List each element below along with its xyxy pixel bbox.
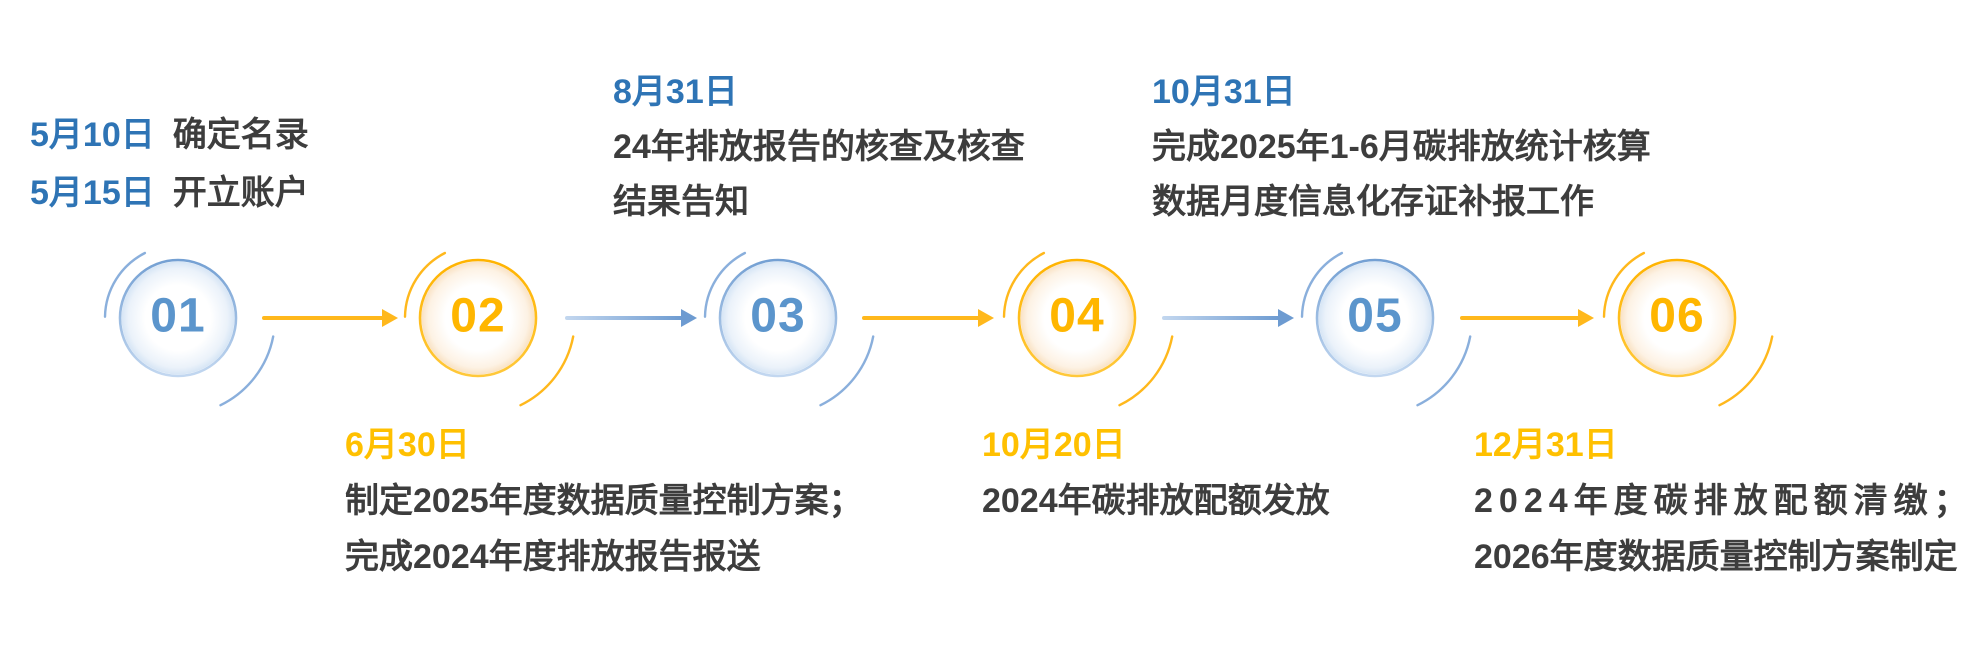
milestone-row: 5月10日 确定名录 — [30, 106, 309, 164]
node-circle-graphic — [1002, 251, 1174, 407]
node-glow — [1020, 261, 1134, 375]
connector-arrow-3-4 — [862, 308, 994, 328]
node-circle-graphic — [703, 251, 875, 407]
connector-arrow-5-6 — [1460, 308, 1594, 328]
arrow-shaft — [862, 316, 980, 320]
milestone-block-step6: 12月31日 2024年度碳排放配额清缴； 2026年度数据质量控制方案制定 — [1474, 417, 1964, 585]
milestone-block-step4: 10月20日 2024年碳排放配额发放 — [982, 417, 1330, 529]
node-circle-graphic — [1300, 251, 1472, 407]
milestone-text: 2024年碳排放配额发放 — [982, 482, 1330, 520]
milestone-date: 12月31日 — [1474, 426, 1618, 464]
decorative-arc-top-left — [1002, 251, 1046, 318]
node-ring — [418, 258, 538, 378]
node-number: 06 — [1649, 289, 1705, 343]
milestone-text: 数据月度信息化存证补报工作 — [1152, 183, 1594, 221]
milestone-date: 6月30日 — [345, 426, 470, 464]
arrow-shaft — [1460, 316, 1580, 320]
node-number: 04 — [1049, 289, 1105, 343]
milestone-date: 10月31日 — [1152, 73, 1296, 111]
timeline-node-06: 06 — [1567, 208, 1787, 428]
arrow-head-icon — [1278, 309, 1294, 327]
milestone-text: 完成2024年度排放报告报送 — [345, 538, 761, 576]
decorative-arc-bottom-right — [519, 335, 575, 407]
node-circle-graphic — [1602, 251, 1774, 407]
node-ring — [1017, 258, 1137, 378]
milestone-block-step5: 10月31日 完成2025年1-6月碳排放统计核算 数据月度信息化存证补报工作 — [1152, 65, 1651, 230]
decorative-arc-top-left — [403, 251, 447, 318]
milestone-text: 完成2025年1-6月碳排放统计核算 — [1152, 128, 1651, 166]
decorative-arc-top-left — [703, 251, 747, 318]
decorative-arc-top-left — [103, 251, 147, 318]
milestone-text: 开立账户 — [172, 174, 309, 212]
connector-arrow-2-3 — [565, 308, 697, 328]
milestone-date: 10月20日 — [982, 426, 1126, 464]
arrow-head-icon — [681, 309, 697, 327]
timeline-node-03: 03 — [668, 208, 888, 428]
arrow-head-icon — [382, 309, 398, 327]
node-glow — [721, 261, 835, 375]
timeline-node-04: 04 — [967, 208, 1187, 428]
milestone-date: 5月15日 — [30, 174, 155, 212]
decorative-arc-bottom-right — [1718, 335, 1774, 407]
decorative-arc-bottom-right — [819, 335, 875, 407]
decorative-arc-bottom-right — [1416, 335, 1472, 407]
node-ring — [1617, 258, 1737, 378]
milestone-text: 制定2025年度数据质量控制方案； — [345, 482, 863, 520]
arrow-shaft — [1162, 316, 1280, 320]
connector-arrow-1-2 — [262, 308, 398, 328]
arrow-shaft — [565, 316, 683, 320]
milestone-text: 结果告知 — [613, 183, 749, 221]
timeline-node-02: 02 — [368, 208, 588, 428]
node-ring — [1315, 258, 1435, 378]
node-glow — [1318, 261, 1432, 375]
node-number: 02 — [450, 289, 506, 343]
milestone-row: 5月15日 开立账户 — [30, 164, 309, 222]
node-number: 01 — [150, 289, 206, 343]
milestone-block-step2: 6月30日 制定2025年度数据质量控制方案； 完成2024年度排放报告报送 — [345, 417, 863, 585]
node-number: 05 — [1347, 289, 1403, 343]
node-circle-graphic — [403, 251, 575, 407]
milestone-block-step3: 8月31日 24年排放报告的核查及核查 结果告知 — [613, 65, 1025, 230]
milestone-text: 24年排放报告的核查及核查 — [613, 128, 1025, 166]
decorative-arc-bottom-right — [219, 335, 275, 407]
node-glow — [1620, 261, 1734, 375]
milestone-date: 8月31日 — [613, 73, 738, 111]
milestone-date: 5月10日 — [30, 116, 155, 154]
connector-arrow-4-5 — [1162, 308, 1294, 328]
node-ring — [118, 258, 238, 378]
milestone-text: 2026年度数据质量控制方案制定 — [1474, 538, 1958, 576]
node-glow — [121, 261, 235, 375]
milestone-block-step1: 5月10日 确定名录 5月15日 开立账户 — [30, 106, 309, 222]
milestone-text: 2024年度碳排放配额清缴； — [1474, 482, 1964, 520]
decorative-arc-bottom-right — [1118, 335, 1174, 407]
node-circle-graphic — [103, 251, 275, 407]
timeline-node-05: 05 — [1265, 208, 1485, 428]
node-number: 03 — [750, 289, 806, 343]
timeline-node-01: 01 — [68, 208, 288, 428]
node-ring — [718, 258, 838, 378]
arrow-head-icon — [1578, 309, 1594, 327]
decorative-arc-top-left — [1602, 251, 1646, 318]
arrow-shaft — [262, 316, 384, 320]
arrow-head-icon — [978, 309, 994, 327]
decorative-arc-top-left — [1300, 251, 1344, 318]
node-glow — [421, 261, 535, 375]
milestone-text: 确定名录 — [172, 116, 309, 154]
